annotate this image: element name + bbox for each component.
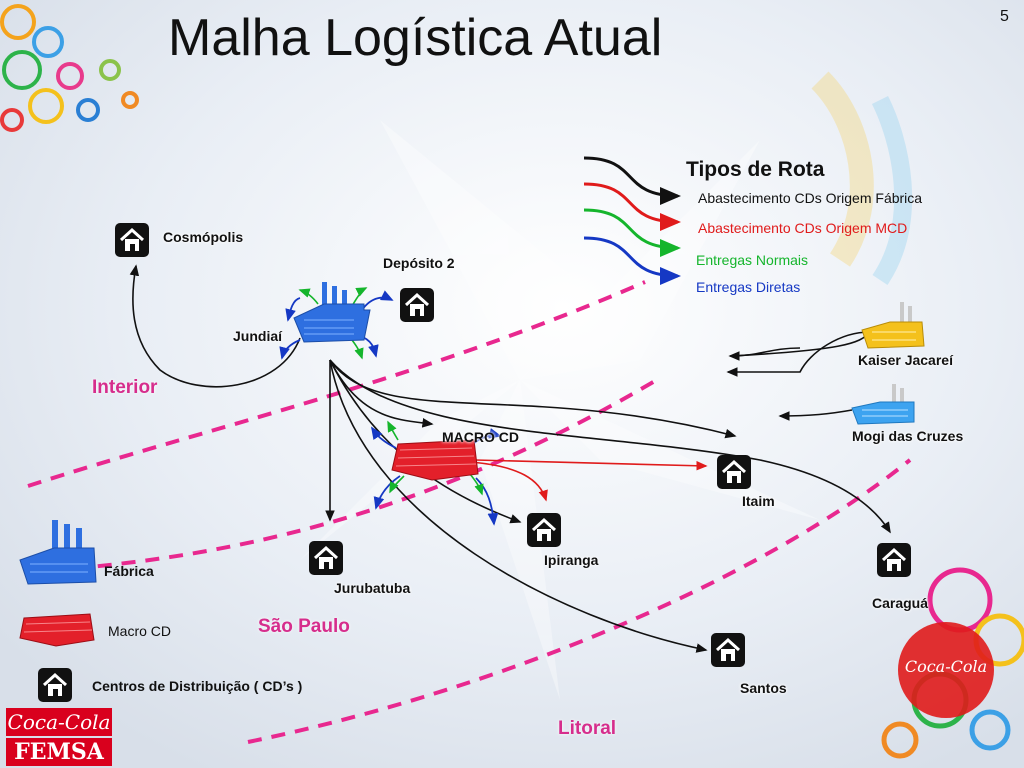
node-label-mogi: Mogi das Cruzes: [852, 428, 964, 444]
region-label-interior: Interior: [92, 377, 158, 398]
legend-cd-icon: [36, 666, 74, 704]
arrow-jundiai-green-1: [298, 288, 319, 305]
arrow-jundiai-blue-1: [285, 297, 301, 322]
route-legend-label-fabrica: Abastecimento CDs Origem Fábrica: [698, 190, 923, 206]
arrow-jundiai-blue-2: [361, 290, 394, 311]
region-label-litoral: Litoral: [558, 718, 617, 739]
cd-santos-icon: [709, 631, 747, 669]
node-label-kaiser: Kaiser Jacareí: [858, 352, 953, 368]
node-label-jundiai: Jundiaí: [233, 328, 283, 344]
cd-itaim-icon: [715, 453, 753, 491]
node-label-ipiranga: Ipiranga: [544, 552, 599, 568]
node-label-itaim: Itaim: [742, 493, 775, 509]
node-label-jurubatuba: Jurubatuba: [334, 580, 411, 596]
arrow-mcd-blue-1: [371, 426, 397, 449]
arrow-mcd-green-1: [387, 420, 399, 441]
route-jundiai-santos: [329, 359, 708, 653]
route-kaiser-left-2: [726, 331, 871, 377]
cd-cosmopolis-icon: [113, 221, 151, 259]
route-mogi-left: [778, 409, 853, 421]
factory-jundiai-icon: [293, 282, 371, 343]
divider-litoral: [247, 458, 912, 744]
arrow-jundiai-blue-4: [279, 339, 301, 360]
legend-label-cds: Centros de Distribuição ( CD’s ): [92, 678, 303, 694]
node-label-deposito2: Depósito 2: [383, 255, 455, 271]
route-legend-curve-blue: [583, 236, 681, 285]
node-label-macro-cd: MACRO CD: [442, 429, 519, 445]
routes-mcd: [469, 459, 708, 502]
arrow-mcd-blue-2: [373, 475, 401, 510]
coca-cola-femsa-logo: Coca-Cola FEMSA: [6, 708, 112, 766]
route-jundiai-cosmopolis: [129, 264, 301, 388]
factory-kaiser-icon: [861, 302, 925, 349]
legend-macro-cd-icon: [19, 613, 95, 647]
arrow-mcd-blue-4: [475, 477, 499, 526]
logo-cocacola-text: Coca-Cola: [6, 708, 112, 736]
coca-cola-beijing-emblem: Coca-Cola: [898, 622, 994, 718]
route-legend-curve-red: [583, 182, 681, 231]
legend-label-fabrica: Fábrica: [104, 563, 154, 579]
divider-interior: [27, 280, 646, 488]
cd-deposito2-icon: [398, 286, 436, 324]
cd-jurubatuba-icon: [307, 539, 345, 577]
cd-caragua-icon: [875, 541, 913, 579]
logo-femsa-text: FEMSA: [6, 738, 112, 766]
route-legend-label-mcd: Abastecimento CDs Origem MCD: [698, 220, 908, 236]
route-legend-label-normais: Entregas Normais: [696, 252, 809, 268]
route-legend-title: Tipos de Rota: [686, 158, 825, 181]
route-legend-curve-green: [583, 208, 681, 257]
route-mcd-ipiranga: [469, 461, 548, 502]
route-legend-curves: [583, 156, 681, 285]
factory-mogi-icon: [851, 384, 915, 425]
route-legend-label-diretas: Entregas Diretas: [696, 279, 801, 295]
svg-text:Coca-Cola: Coca-Cola: [905, 657, 987, 676]
macro-cd-icon: [391, 439, 479, 481]
routes-fabrica: [129, 264, 891, 653]
cd-ipiranga-icon: [525, 511, 563, 549]
node-label-santos: Santos: [740, 680, 787, 696]
node-label-caragua: Caraguá: [872, 595, 929, 611]
arrow-mcd-green-3: [389, 475, 405, 494]
legend-label-macro-cd: Macro CD: [108, 623, 172, 639]
arrow-mcd-green-2: [469, 473, 484, 496]
divider-sao-paulo: [25, 376, 662, 574]
node-label-cosmopolis: Cosmópolis: [163, 229, 244, 245]
legend-factory-icon: [19, 520, 97, 585]
slide-title: Malha Logística Atual: [168, 9, 663, 67]
page-number: 5: [1000, 8, 1009, 25]
route-legend-curve-black: [583, 156, 681, 205]
arrow-jundiai-green-3: [351, 339, 364, 360]
route-mcd-itaim: [474, 459, 708, 471]
region-label-sao-paulo: São Paulo: [258, 616, 350, 637]
route-jundiai-caragua: [329, 359, 891, 534]
decorative-rings-top-left: [0, 4, 139, 132]
